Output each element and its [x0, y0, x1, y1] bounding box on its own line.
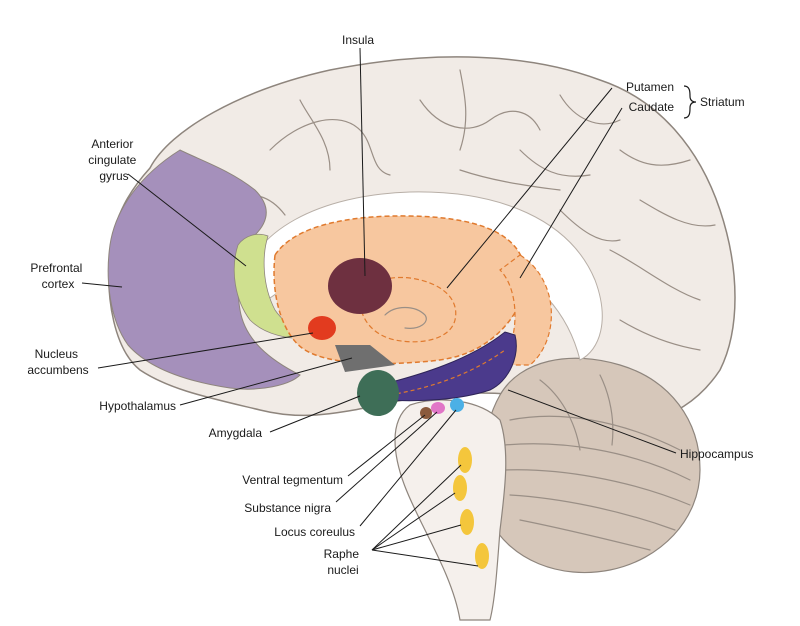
raphe-nuclei-group	[453, 447, 489, 569]
label-locus-coreulus: Locus coreulus	[274, 525, 355, 539]
hypothalamus-region	[335, 345, 395, 372]
putamen-swirl	[384, 306, 427, 329]
prefrontal-cortex-region	[107, 149, 301, 390]
label-striatum: Striatum	[700, 95, 745, 109]
raphe-nucleus	[453, 475, 467, 501]
brainstem	[394, 399, 507, 621]
label-putamen: Putamen	[626, 80, 674, 94]
insula-region	[328, 258, 392, 314]
label-substance-nigra: Substance nigra	[244, 501, 331, 515]
label-caudate: Caudate	[629, 100, 675, 114]
label-hypothalamus: Hypothalamus	[99, 399, 176, 413]
raphe-nucleus	[460, 509, 474, 535]
raphe-nucleus	[475, 543, 489, 569]
amygdala-region	[357, 370, 399, 416]
hippocampus-region	[379, 331, 517, 402]
nucleus-accumbens-region	[308, 316, 336, 340]
label-hippocampus: Hippocampus	[680, 447, 753, 461]
label-ventral-tegmentum: Ventral tegmentum	[242, 473, 343, 487]
label-amygdala: Amygdala	[209, 426, 263, 440]
substance-nigra-region	[431, 402, 445, 414]
cerebellum-folia	[504, 374, 691, 551]
locus-coreulus-region	[450, 398, 464, 412]
label-nucleus-accumbens: Nucleus accumbens	[27, 347, 88, 377]
striatum-brace	[683, 85, 697, 119]
raphe-nucleus	[458, 447, 472, 473]
label-prefrontal-cortex: Prefrontal cortex	[30, 261, 85, 291]
label-insula: Insula	[342, 33, 374, 47]
leader-lines	[81, 47, 677, 567]
label-anterior-cingulate: Anterior cingulate gyrus	[88, 137, 139, 183]
labels: Insula Putamen Caudate Striatum Anterior…	[27, 33, 753, 577]
cortex-gyri	[229, 69, 716, 351]
label-raphe-nuclei: Raphe nuclei	[324, 547, 363, 577]
